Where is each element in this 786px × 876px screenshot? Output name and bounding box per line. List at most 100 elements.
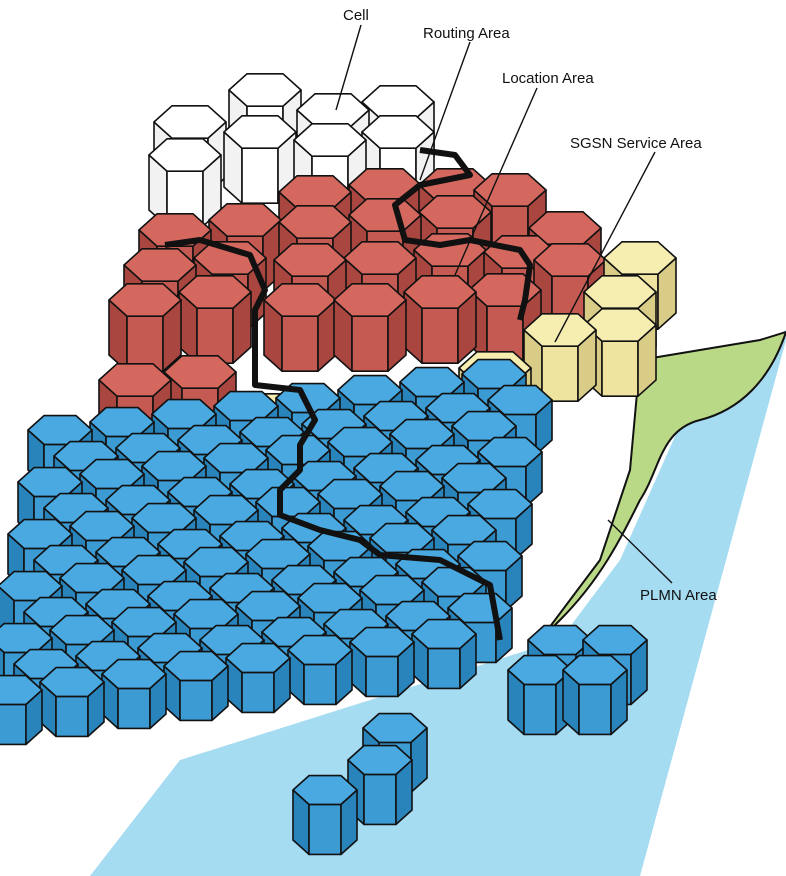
cell-prism-plmn-face bbox=[101, 658, 167, 690]
cell-prism-white-face bbox=[361, 115, 435, 149]
cell-prism-plmn-face bbox=[303, 663, 337, 706]
cell-prism-plmn-face bbox=[427, 647, 461, 690]
cell-prism-plmn-face bbox=[317, 478, 383, 510]
cell-prism-sgsn-face bbox=[541, 345, 579, 403]
cell-prism-plmn-face bbox=[151, 398, 217, 430]
cell-prism-plmn-face bbox=[27, 414, 93, 446]
cell-leader-line bbox=[335, 24, 362, 111]
cell-prism-routing-face bbox=[123, 248, 197, 283]
cell-prism-plmn-face bbox=[349, 626, 415, 658]
cell-prism-plmn bbox=[225, 642, 291, 714]
cell-prism-plmn bbox=[163, 650, 229, 722]
cell-prism-plmn-face bbox=[49, 614, 115, 646]
cell-prism-plmn-island-face bbox=[582, 624, 648, 656]
cell-label: Cell bbox=[343, 7, 369, 24]
cell-prism-plmn-face bbox=[451, 410, 517, 442]
cell-prism-routing-face bbox=[163, 354, 237, 390]
cell-prism-plmn bbox=[411, 618, 477, 690]
cell-prism-plmn-island-face bbox=[363, 773, 397, 826]
cell-prism-plmn-face bbox=[17, 466, 83, 498]
cell-prism-plmn-face bbox=[337, 374, 403, 406]
location-area-boundary bbox=[164, 237, 503, 641]
cell-prism-plmn-face bbox=[369, 522, 435, 554]
cell-prism-white-face bbox=[241, 147, 279, 204]
cell-prism-sgsn-face bbox=[603, 241, 677, 276]
location-area-leader-line bbox=[454, 87, 538, 276]
cell-prism-plmn-face bbox=[287, 634, 353, 666]
cell-prism-plmn-face bbox=[193, 494, 259, 526]
land-area bbox=[539, 330, 786, 641]
cell-prism-plmn bbox=[0, 674, 43, 746]
cell-prism-plmn-face bbox=[0, 570, 63, 602]
cell-prism-plmn-face bbox=[55, 695, 89, 738]
cell-prism-plmn-island-face bbox=[578, 683, 612, 736]
cell-prism-routing-face bbox=[196, 307, 234, 365]
cell-prism-plmn-island bbox=[292, 774, 358, 856]
cell-prism-plmn-face bbox=[69, 510, 135, 542]
cell-prism-routing-face bbox=[418, 195, 492, 229]
sea-background bbox=[90, 330, 786, 876]
cell-prism-routing-face bbox=[126, 315, 164, 373]
routing-area-boundary bbox=[392, 147, 533, 321]
location-area-label: Location Area bbox=[502, 70, 594, 87]
cell-prism-routing-face bbox=[351, 315, 389, 373]
cell-prism-plmn-face bbox=[141, 450, 207, 482]
cell-prism-white-face bbox=[148, 138, 222, 172]
cell-prism-routing-face bbox=[421, 307, 459, 365]
cell-prism-plmn-island bbox=[507, 654, 573, 736]
cell-prism-plmn-face bbox=[163, 650, 229, 682]
cell-prism-white bbox=[223, 115, 297, 204]
cell-prism-plmn-island-face bbox=[523, 683, 557, 736]
cell-prism-routing-face bbox=[473, 173, 547, 207]
cell-prism-plmn-island bbox=[562, 654, 628, 736]
cell-prism-sgsn bbox=[523, 312, 597, 403]
cell-prism-plmn bbox=[287, 634, 353, 706]
cell-prism-routing-face bbox=[281, 315, 319, 373]
cell-prism-plmn-face bbox=[297, 582, 363, 614]
cell-prism-routing bbox=[403, 274, 477, 365]
cell-prism-sgsn-face bbox=[601, 340, 639, 398]
cell-prism-plmn-island-face bbox=[308, 803, 342, 856]
cell-prism-routing-face bbox=[403, 274, 477, 310]
cell-prism-sgsn-face bbox=[583, 307, 657, 343]
cell-prism-plmn-face bbox=[213, 390, 279, 422]
cell-cluster-small bbox=[292, 624, 648, 856]
cell-prism-routing bbox=[333, 282, 407, 373]
plmn-area-label: PLMN Area bbox=[640, 587, 717, 604]
cell-prism-plmn-face bbox=[79, 458, 145, 490]
cell-prism-plmn-island-face bbox=[562, 654, 628, 686]
cell-prism-routing bbox=[108, 282, 182, 373]
cell-prism-white-face bbox=[223, 115, 297, 149]
cell-prism-plmn-face bbox=[59, 562, 125, 594]
cell-prism-plmn-face bbox=[235, 590, 301, 622]
cell-prism-plmn-face bbox=[399, 366, 465, 398]
cell-prism-plmn-face bbox=[359, 574, 425, 606]
cell-prism-plmn-island-face bbox=[347, 744, 413, 776]
cell-prism-plmn-face bbox=[389, 418, 455, 450]
cell-prism-plmn-face bbox=[411, 618, 477, 650]
cell-prism-plmn-face bbox=[131, 502, 197, 534]
cell-prism-plmn-face bbox=[117, 687, 151, 730]
cell-prism-routing-face bbox=[278, 205, 352, 239]
cell-prism-routing-face bbox=[178, 274, 252, 310]
sgsn-service-area-leader-line bbox=[554, 151, 656, 343]
cell-prism-plmn-face bbox=[225, 642, 291, 674]
cell-prism-plmn-face bbox=[111, 606, 177, 638]
cell-prism-plmn-island-face bbox=[362, 712, 428, 744]
cell-prism-white bbox=[148, 138, 222, 227]
cell-prism-plmn bbox=[349, 626, 415, 698]
cell-prism-plmn-face bbox=[0, 622, 53, 654]
cell-prism-plmn-face bbox=[89, 406, 155, 438]
cell-prism-routing bbox=[178, 274, 252, 365]
cell-prism-plmn-face bbox=[7, 518, 73, 550]
routing-area-leader-line bbox=[419, 41, 471, 181]
cell-prism-plmn-face bbox=[365, 655, 399, 698]
cell-prism-plmn-face bbox=[441, 462, 507, 494]
cell-prism-plmn-island-face bbox=[292, 774, 358, 806]
cell-prism-plmn-face bbox=[173, 598, 239, 630]
cell-prism-plmn-face bbox=[203, 442, 269, 474]
cell-prism-plmn-face bbox=[241, 671, 275, 714]
cell-prism-plmn-face bbox=[461, 358, 527, 390]
